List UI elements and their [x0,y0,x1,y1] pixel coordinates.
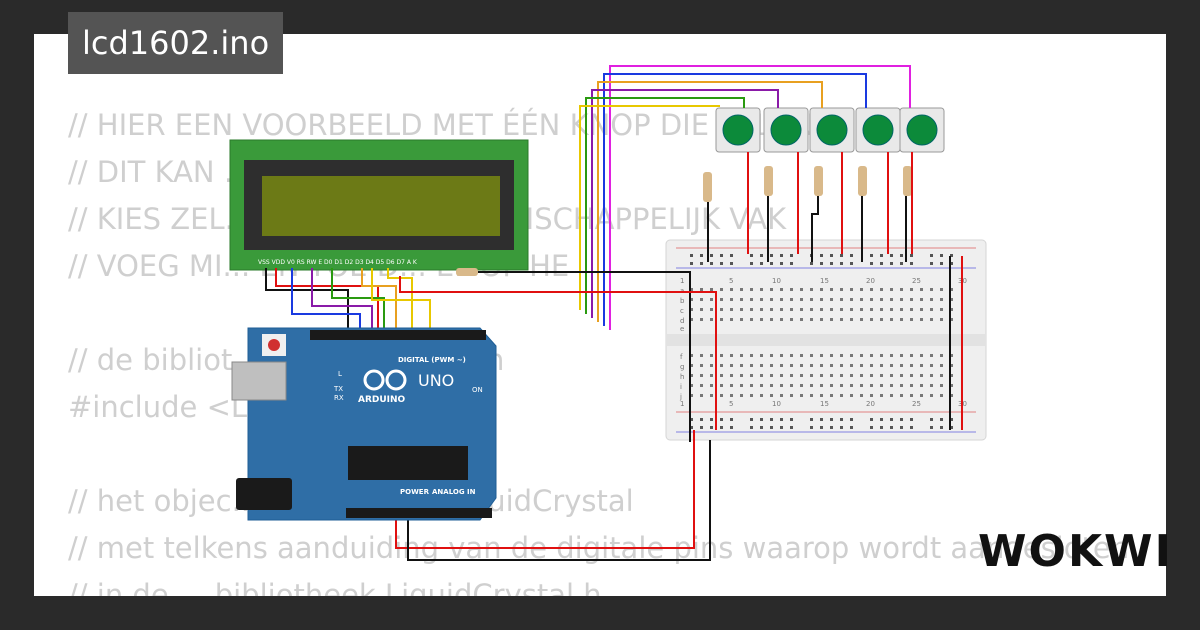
pushbuttons [456,107,945,276]
breadboard-col-number: 1 [680,400,684,408]
analog-label: ANALOG IN [432,488,476,496]
breadboard-col-number: 5 [729,400,733,408]
breadboard-row-letter: e [680,325,684,333]
atmega-chip [348,446,468,480]
breadboard-col-number: 15 [820,400,829,408]
on-label: ON [472,386,483,394]
pushbutton-1[interactable] [715,107,761,153]
wokwi-logo: WOKWI [978,526,1173,577]
breadboard-row-letter: b [680,297,685,305]
digital-header [310,330,486,340]
uno-label: UNO [418,371,454,390]
pushbutton-3[interactable] [809,107,855,153]
breadboard-col-number: 10 [772,277,781,285]
breadboard-col-number: 25 [912,400,921,408]
breadboard-row-letter: c [680,307,684,315]
resistor [456,166,912,276]
lcd-pin-labels: VSS VDD V0 RS RW E D0 D1 D2 D3 D4 D5 D6 … [258,259,418,266]
code-line: // in de ... bibliotheek LiquidCrystal.h [68,578,602,596]
wires [265,65,963,561]
pushbutton-4[interactable] [855,107,901,153]
sketch-title: lcd1602.ino [68,12,284,74]
breadboard-row-letter: j [679,393,682,401]
infinity-logo-icon [363,369,407,391]
l-led-label: L [338,370,342,378]
breadboard-col-number: 10 [772,400,781,408]
pushbutton-2[interactable] [763,107,809,153]
lcd-module[interactable]: VSS VDD V0 RS RW E D0 D1 D2 D3 D4 D5 D6 … [229,139,529,271]
breadboard-row-letter: i [680,383,682,391]
breadboard-row-letter: g [680,363,684,371]
breadboard-row-letter: f [680,353,683,361]
breadboard-col-number: 5 [729,277,733,285]
breadboard: 1 5 10 15 20 25 30 1 5 10 15 20 25 30 a … [665,239,987,441]
arduino-uno-board[interactable]: DIGITAL (PWM ~) UNO ARDUINO ON L TX RX P… [231,327,497,521]
lcd-screen [262,176,500,236]
breadboard-col-number: 25 [912,277,921,285]
power-label: POWER [400,488,430,496]
breadboard-col-number: 20 [866,277,875,285]
breadboard-col-number: 20 [866,400,875,408]
breadboard-row-letter: h [680,373,684,381]
breadboard-col-number: 1 [680,277,684,285]
breadboard-row-letter: d [680,317,684,325]
power-analog-header [346,508,492,518]
tx-label: TX [333,385,343,393]
rx-label: RX [334,394,344,402]
digital-label: DIGITAL (PWM ~) [398,356,466,364]
breadboard-col-number: 15 [820,277,829,285]
usb-port [231,361,287,401]
pushbutton-5[interactable] [899,107,945,153]
power-jack [236,478,292,510]
arduino-label: ARDUINO [358,395,406,405]
